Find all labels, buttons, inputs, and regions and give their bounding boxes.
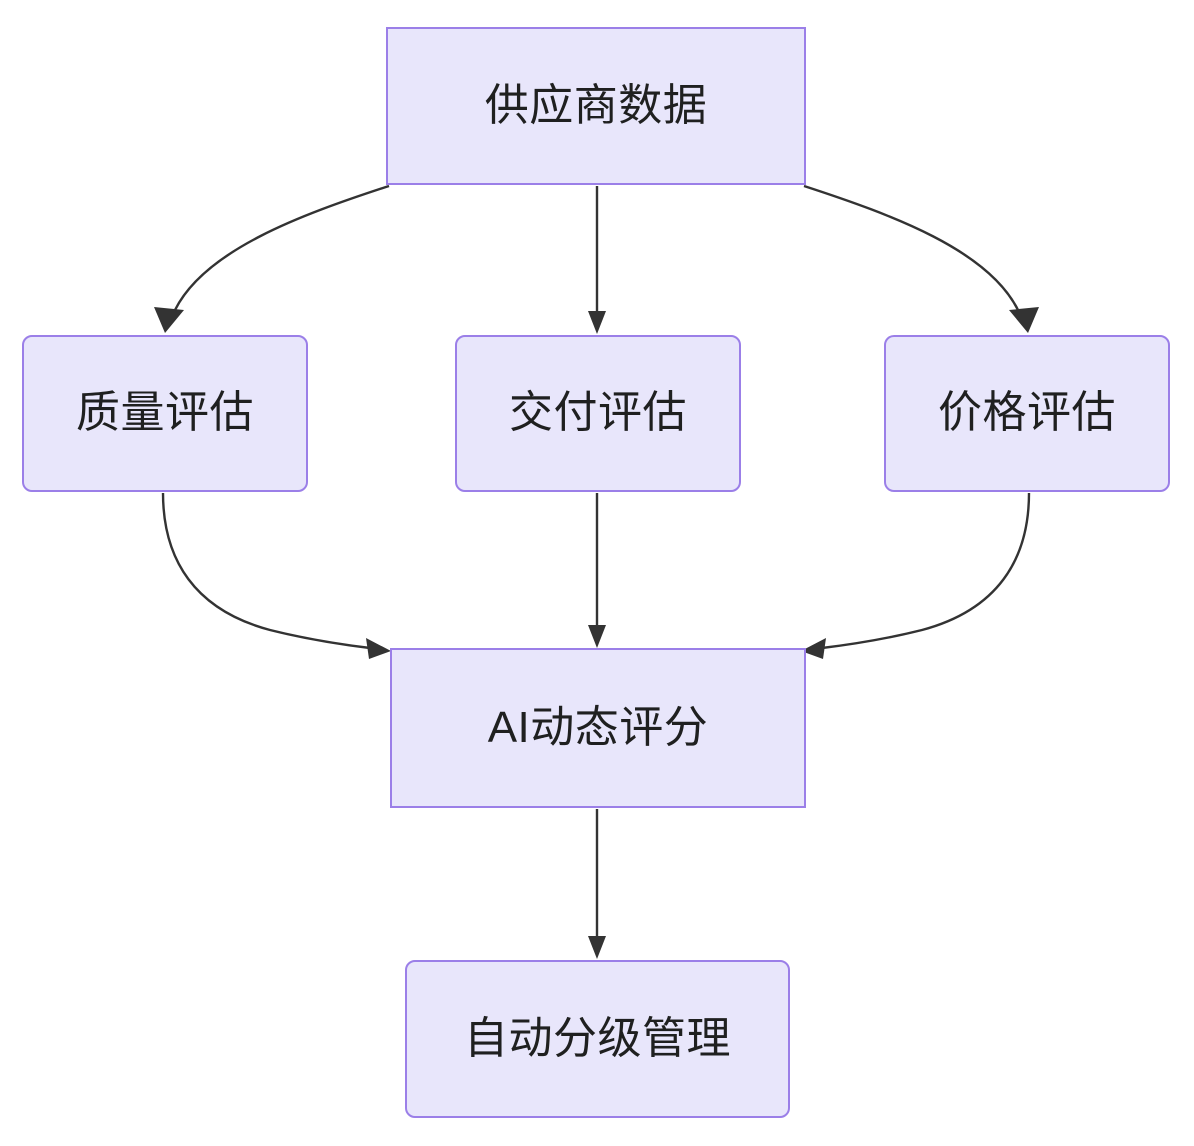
arrowhead-icon [366, 638, 391, 659]
edge-supplier-to-price [803, 184, 1039, 333]
arrowhead-icon [154, 307, 184, 333]
node-label-ai-dynamic-score: AI动态评分 [487, 702, 709, 752]
node-price-assess[interactable]: 价格评估 [884, 335, 1170, 492]
arrowhead-icon [588, 625, 606, 648]
arrowhead-icon [588, 936, 606, 959]
edge-ai-to-grade [588, 809, 606, 959]
node-label-quality-assess: 质量评估 [76, 388, 254, 438]
node-label-delivery-assess: 交付评估 [509, 388, 687, 438]
edge-supplier-to-delivery [588, 186, 606, 334]
node-label-price-assess: 价格评估 [938, 388, 1116, 438]
node-label-auto-grade-manage: 自动分级管理 [464, 1013, 731, 1063]
node-ai-dynamic-score[interactable]: AI动态评分 [390, 648, 806, 808]
node-supplier-data[interactable]: 供应商数据 [386, 27, 806, 185]
edge-quality-to-ai [161, 492, 391, 659]
edge-supplier-to-quality [154, 184, 390, 333]
arrowhead-icon [1009, 307, 1039, 333]
edge-delivery-to-ai [588, 493, 606, 648]
node-label-supplier-data: 供应商数据 [484, 80, 708, 130]
edge-price-to-ai [801, 492, 1031, 659]
node-quality-assess[interactable]: 质量评估 [22, 335, 308, 492]
arrowhead-icon [588, 311, 606, 334]
node-delivery-assess[interactable]: 交付评估 [455, 335, 741, 492]
node-auto-grade-manage[interactable]: 自动分级管理 [405, 960, 790, 1118]
